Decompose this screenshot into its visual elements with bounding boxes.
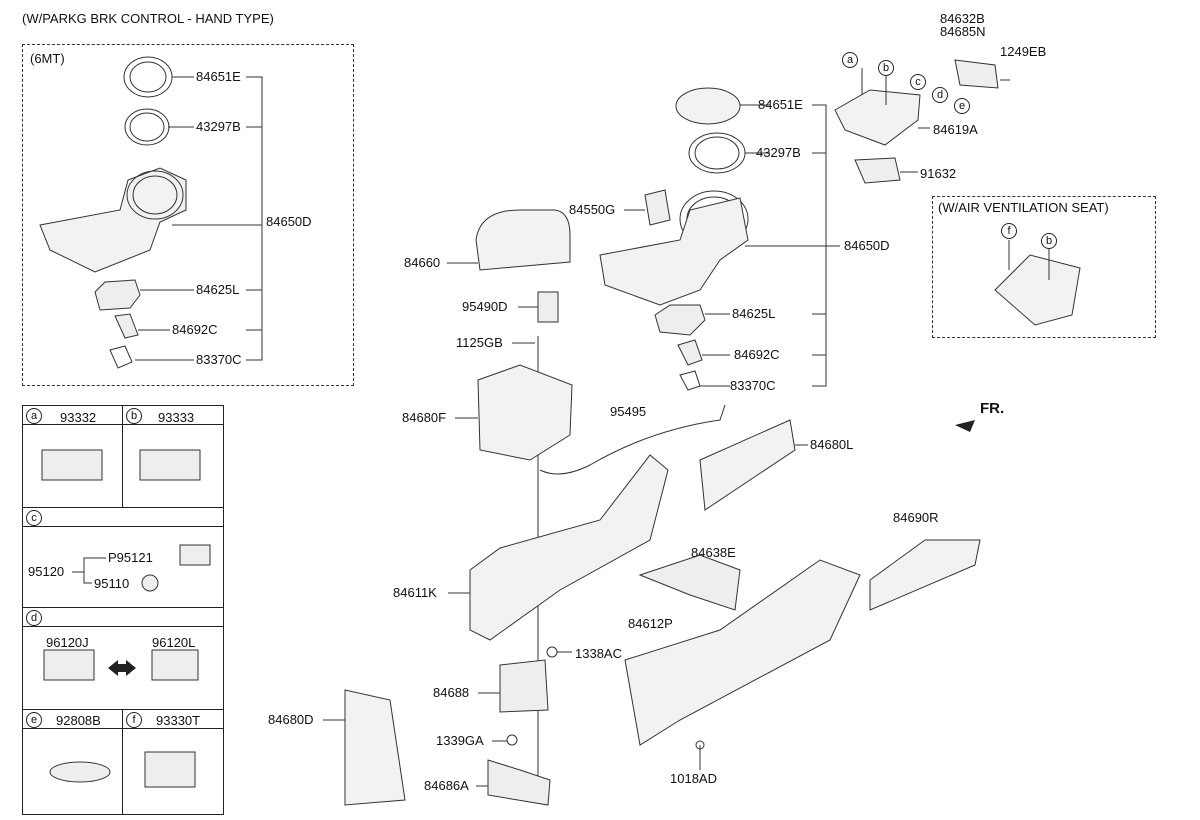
part-label-84692C-6mt: 84692C (172, 322, 218, 337)
callout-f: f (1001, 223, 1017, 239)
legend-part-d-right: 96120L (152, 635, 196, 650)
legend-part-d-left: 96120J (46, 635, 89, 650)
part-label-84638E: 84638E (691, 545, 736, 560)
part-label-84625L: 84625L (732, 306, 776, 321)
part-label-84680D: 84680D (268, 712, 314, 727)
legend-letter-c: c (26, 510, 42, 526)
part-label-83370C: 83370C (730, 378, 776, 393)
legend-part-c-sub2: 95110 (94, 576, 130, 591)
part-label-84690R: 84690R (893, 510, 939, 525)
part-label-84651E: 84651E (758, 97, 803, 112)
part-label-84619A: 84619A (933, 122, 978, 137)
callout-c: c (910, 74, 926, 90)
part-label-1249EB: 1249EB (1000, 44, 1047, 59)
part-label-84660: 84660 (404, 255, 441, 270)
callout-a: a (842, 52, 858, 68)
callout-e: e (954, 98, 970, 114)
callout-d: d (932, 87, 948, 103)
legend-letter-b: b (126, 408, 142, 424)
legend-letter-a: a (26, 408, 42, 424)
6mt-variant-box (22, 44, 354, 386)
legend-part-a: 93332 (60, 410, 97, 425)
part-label-1125GB: 1125GB (456, 335, 503, 350)
vent-box-title: (W/AIR VENTILATION SEAT) (938, 200, 1109, 215)
part-label-84688: 84688 (433, 685, 470, 700)
callout-b: b (878, 60, 894, 76)
part-label-84650D-6mt: 84650D (266, 214, 312, 229)
legend-letter-f: f (126, 712, 142, 728)
part-label-84685N: 84685N (940, 24, 986, 39)
part-label-43297B: 43297B (756, 145, 801, 160)
part-label-84611K: 84611K (393, 585, 437, 600)
part-label-84680F: 84680F (402, 410, 447, 425)
part-label-84680L: 84680L (810, 437, 854, 452)
legend-part-c-sub1: P95121 (108, 550, 153, 565)
part-label-84612P: 84612P (628, 616, 673, 631)
6mt-box-title: (6MT) (30, 51, 65, 66)
legend-letter-e: e (26, 712, 42, 728)
part-label-1339GA: 1339GA (436, 733, 484, 748)
part-label-95495: 95495 (610, 404, 647, 419)
part-label-84550G: 84550G (569, 202, 616, 217)
part-label-84650D: 84650D (844, 238, 890, 253)
legend-letter-d: d (26, 610, 42, 626)
legend-part-f: 93330T (156, 713, 201, 728)
part-label-84651E-6mt: 84651E (196, 69, 241, 84)
part-label-83370C-6mt: 83370C (196, 352, 242, 367)
legend-cell-f (122, 709, 224, 815)
part-label-91632: 91632 (920, 166, 957, 181)
part-label-1018AD: 1018AD (670, 771, 717, 786)
legend-part-b: 93333 (158, 410, 195, 425)
part-label-43297B-6mt: 43297B (196, 119, 241, 134)
part-label-84686A: 84686A (424, 778, 469, 793)
part-label-84692C: 84692C (734, 347, 780, 362)
part-label-1338AC: 1338AC (575, 646, 622, 661)
air-ventilation-seat-box (932, 196, 1156, 338)
diagram-title: (W/PARKG BRK CONTROL - HAND TYPE) (22, 11, 274, 26)
part-label-95490D: 95490D (462, 299, 508, 314)
part-label-84632B: 84632B (940, 11, 985, 26)
front-direction-label: FR. (980, 400, 1005, 417)
part-label-84625L-6mt: 84625L (196, 282, 240, 297)
callout-b-vent: b (1041, 233, 1057, 249)
legend-part-c: 95120 (28, 564, 65, 579)
legend-part-e: 92808B (56, 713, 101, 728)
